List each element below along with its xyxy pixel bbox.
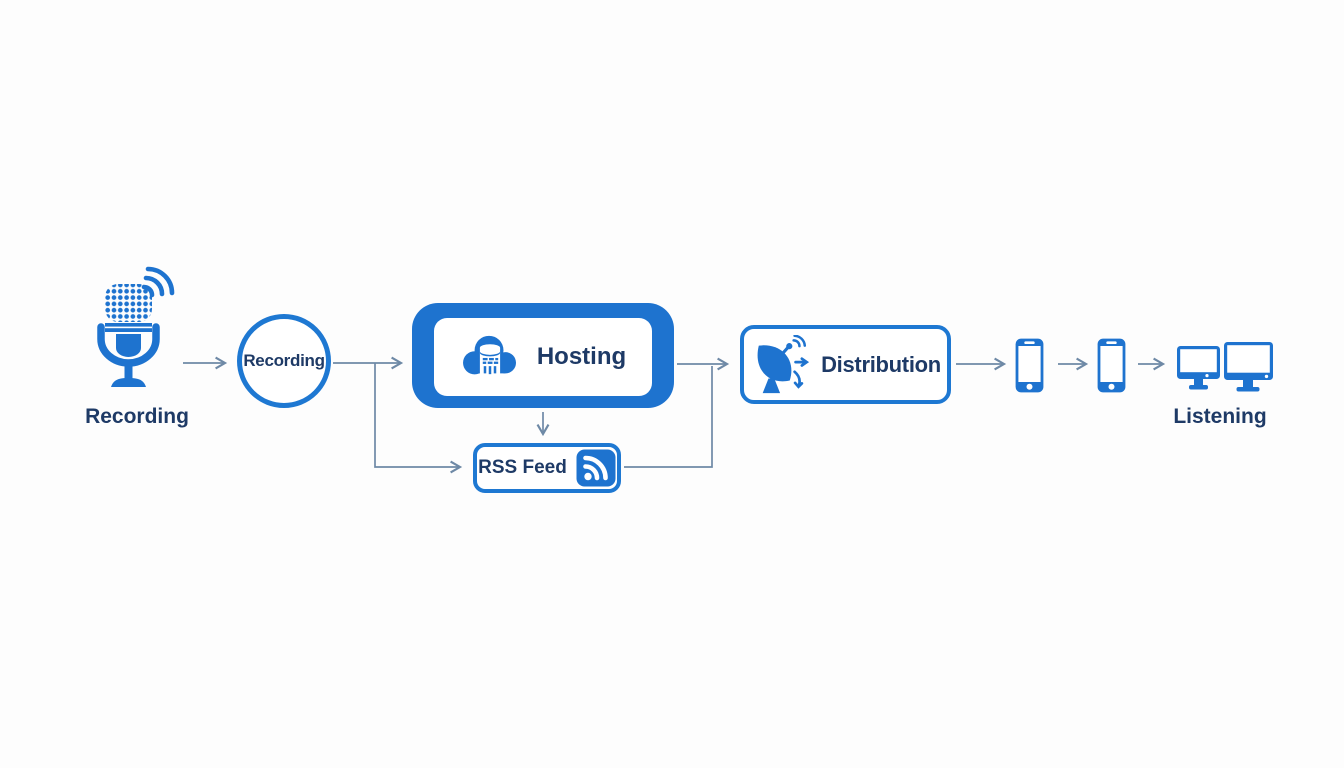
smartphone-icon — [1015, 338, 1044, 393]
desktop-monitors-icon — [1177, 341, 1273, 393]
desktop-monitors-icon-svg — [1177, 342, 1273, 392]
recording-source-label: Recording — [85, 405, 189, 428]
smartphone-icon-svg — [1097, 338, 1126, 393]
rss-feed-node: RSS Feed — [473, 443, 621, 493]
cloud-server-icon — [462, 335, 516, 378]
rss-icon — [576, 449, 616, 487]
hosting-node: Hosting — [412, 303, 674, 408]
recording-step-label: Recording — [243, 351, 325, 370]
edge-rss-to-distribution — [624, 366, 713, 468]
hosting-inner-panel: Hosting — [434, 318, 652, 396]
satellite-dish-icon — [757, 334, 810, 393]
microphone-icon-svg — [97, 266, 175, 387]
recording-step-node: Recording — [237, 314, 331, 408]
distribution-label: Distribution — [821, 351, 941, 377]
edge-recording-to-rss — [374, 363, 463, 474]
microphone-icon — [92, 263, 188, 396]
rss-feed-label: RSS Feed — [478, 457, 567, 478]
smartphone-icon-svg — [1015, 338, 1044, 393]
distribution-node: Distribution — [740, 325, 951, 404]
hosting-label: Hosting — [536, 343, 627, 370]
listening-label: Listening — [1173, 405, 1267, 428]
smartphone-icon — [1097, 338, 1126, 393]
